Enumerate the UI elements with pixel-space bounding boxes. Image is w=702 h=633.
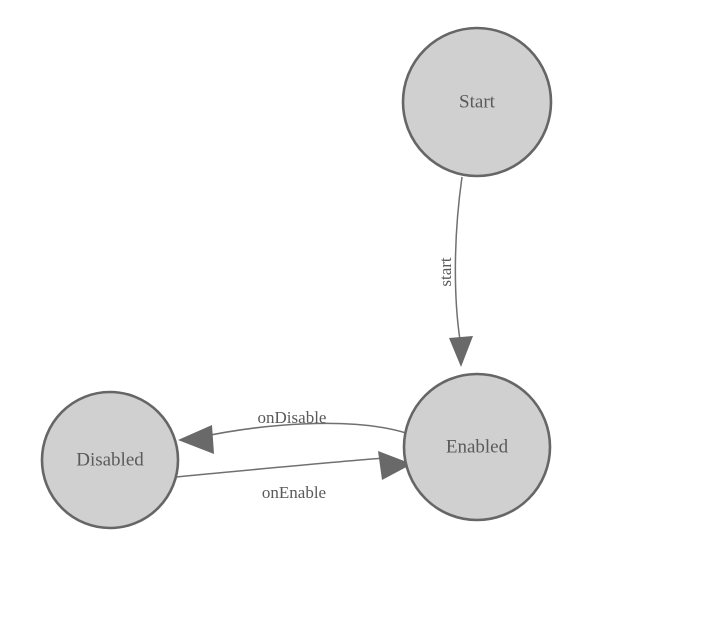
node-disabled-label: Disabled: [76, 449, 144, 470]
node-start[interactable]: Start: [401, 26, 553, 178]
edge-disabled-to-enabled[interactable]: onEnable: [175, 451, 412, 502]
node-enabled-label: Enabled: [446, 436, 509, 457]
edge-label-start: start: [436, 257, 455, 287]
edge-label-onenable: onEnable: [262, 483, 326, 502]
node-start-label: Start: [459, 91, 496, 112]
node-disabled-circle: [40, 390, 180, 530]
arrowhead-disabled-to-enabled: [378, 451, 412, 480]
edge-start-to-enabled[interactable]: start: [436, 176, 473, 367]
node-disabled[interactable]: Disabled: [40, 390, 180, 530]
edge-path-enabled-to-disabled: [195, 422, 407, 439]
edge-path-start-to-enabled: [454, 176, 463, 341]
edge-path-disabled-to-enabled: [175, 457, 386, 478]
edge-label-ondisable: onDisable: [258, 408, 327, 427]
node-enabled[interactable]: Enabled: [402, 372, 552, 522]
arrowhead-enabled-to-disabled: [178, 425, 214, 454]
node-enabled-circle: [402, 372, 552, 522]
edge-enabled-to-disabled[interactable]: onDisable: [178, 408, 407, 454]
node-start-circle: [401, 26, 553, 178]
arrowhead-start-to-enabled: [449, 336, 473, 367]
